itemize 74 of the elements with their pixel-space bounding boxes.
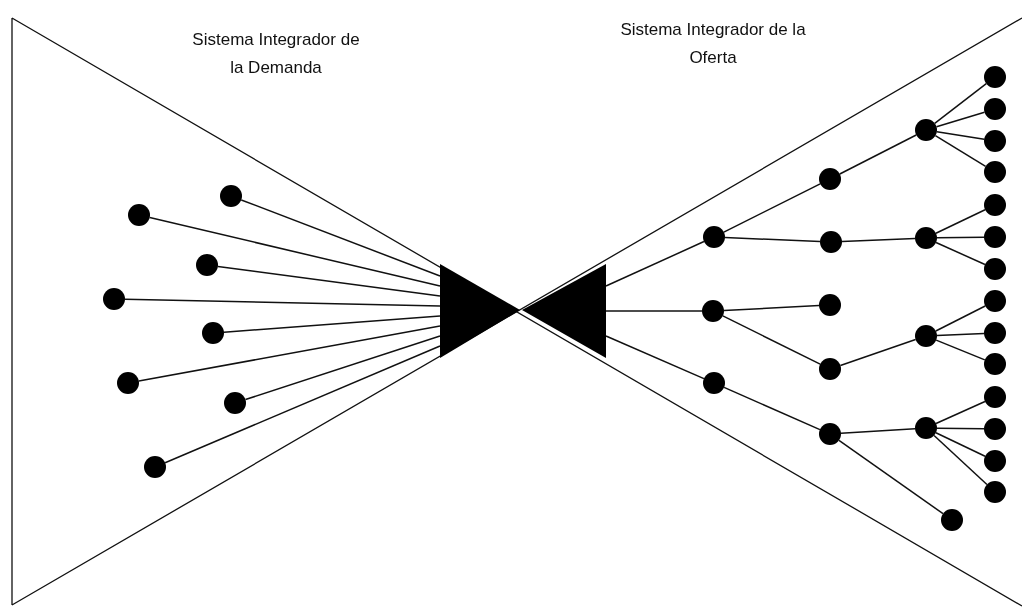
connector-line: [840, 427, 916, 435]
connector-line: [933, 434, 988, 486]
connector-line: [935, 339, 986, 361]
connector-line: [148, 216, 441, 287]
node-dot: [196, 254, 218, 276]
node-dot: [984, 98, 1006, 120]
connector-line: [935, 111, 986, 128]
connector-line: [933, 82, 988, 125]
connector-line: [244, 335, 441, 401]
node-dot: [984, 481, 1006, 503]
node-dot: [984, 290, 1006, 312]
node-dot: [819, 294, 841, 316]
node-dot: [984, 66, 1006, 88]
connector-line: [605, 310, 703, 312]
connector-line: [138, 325, 441, 382]
connector-line: [217, 265, 441, 297]
node-dot: [941, 509, 963, 531]
connector-line: [722, 315, 821, 365]
node-dot: [103, 288, 125, 310]
node-dot: [915, 417, 937, 439]
funnel-triangle: [522, 264, 606, 358]
connector-line: [935, 305, 986, 332]
section-title: Sistema Integrador de la Oferta: [619, 19, 807, 69]
node-dot: [703, 226, 725, 248]
node-dot: [220, 185, 242, 207]
connector-line: [838, 439, 944, 515]
node-dot: [202, 322, 224, 344]
node-dot: [224, 392, 246, 414]
node-dot: [702, 300, 724, 322]
node-dot: [984, 226, 1006, 248]
connector-line: [935, 400, 986, 425]
connector-line: [934, 134, 987, 168]
connector-line: [223, 315, 441, 333]
connector-line: [124, 298, 441, 307]
connector-line: [723, 304, 820, 312]
connector-line: [936, 332, 985, 337]
connector-line: [839, 338, 917, 367]
node-dot: [984, 322, 1006, 344]
connector-line: [724, 236, 821, 243]
node-dot: [984, 450, 1006, 472]
node-dot: [144, 456, 166, 478]
node-dot: [819, 423, 841, 445]
node-dot: [984, 161, 1006, 183]
connector-line: [723, 183, 821, 233]
connector-line: [936, 131, 985, 140]
connector-line: [935, 209, 986, 234]
node-dot: [117, 372, 139, 394]
node-dot: [984, 353, 1006, 375]
connector-line: [723, 386, 821, 431]
node-dot: [984, 194, 1006, 216]
node-dot: [819, 168, 841, 190]
connector-line: [240, 199, 441, 277]
connector-line: [935, 241, 986, 266]
node-dot: [128, 204, 150, 226]
node-dot: [915, 227, 937, 249]
connector-line: [839, 134, 917, 175]
connector-line: [605, 240, 705, 287]
node-dot: [819, 358, 841, 380]
node-dot: [984, 130, 1006, 152]
node-dot: [984, 258, 1006, 280]
funnel-triangle: [440, 264, 520, 358]
node-dot: [915, 119, 937, 141]
connector-line: [935, 432, 986, 457]
connector-line: [841, 237, 916, 243]
connector-line: [936, 236, 985, 239]
connector-line: [605, 335, 705, 380]
section-title: Sistema Integrador de la Demanda: [191, 29, 361, 79]
connector-line: [164, 345, 441, 464]
node-dot: [915, 325, 937, 347]
node-dot: [984, 418, 1006, 440]
node-dot: [984, 386, 1006, 408]
connector-line: [936, 427, 985, 430]
node-dot: [820, 231, 842, 253]
node-dot: [703, 372, 725, 394]
